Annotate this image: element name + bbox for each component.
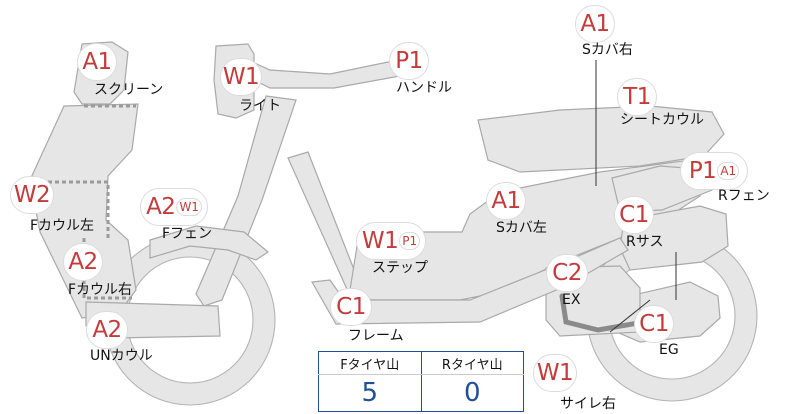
grade-text: W1 <box>361 227 399 254</box>
w1-light-badge: W1 <box>220 58 262 96</box>
a1-s-cover-right-badge: A1 <box>575 5 615 43</box>
p1-handle-badge: P1 <box>389 42 429 80</box>
grade-text: P1 <box>395 47 423 74</box>
grade-text: C1 <box>619 201 649 228</box>
c1-engine-badge: C1 <box>634 305 674 343</box>
leader-engine <box>609 299 651 333</box>
seat-shape <box>477 105 725 173</box>
rear-tread-header: Rタイヤ山 <box>421 351 524 375</box>
grade-text: A2 <box>146 193 176 220</box>
a2-f-fender-badge: A2 W1 <box>140 188 208 226</box>
light-label: ライト <box>239 98 281 114</box>
f-cowl-left-label: Fカウル左 <box>30 218 95 234</box>
s-cover-right-label: Sカバ右 <box>582 42 633 58</box>
muffler-right-label: サイレ右 <box>560 396 616 412</box>
a1-s-cover-left-badge: A1 <box>486 182 526 220</box>
separator-cowl <box>48 180 110 240</box>
w2-f-cowl-left-badge: W2 <box>10 176 54 214</box>
a2-f-cowl-right-badge: A2 <box>63 243 103 281</box>
front-fender-shape <box>149 225 270 261</box>
c1-frame-badge: C1 <box>330 288 372 326</box>
handle-label: ハンドル <box>396 80 452 96</box>
handle-bar <box>245 59 414 89</box>
grade-text: C2 <box>552 259 582 286</box>
table-header-row: Fタイヤ山 Rタイヤ山 <box>318 351 524 375</box>
grade-text: A2 <box>68 248 98 275</box>
grade-text: C1 <box>336 293 366 320</box>
un-cowl-label: UNカウル <box>90 348 153 364</box>
table-row: 5 0 <box>318 374 524 412</box>
exhaust-label: EX <box>562 292 581 308</box>
c1-r-suspension-badge: C1 <box>614 196 654 234</box>
separator-cowl-right <box>82 238 132 300</box>
exhaust-pipe <box>559 293 647 333</box>
r-suspension-label: Rサス <box>626 234 664 250</box>
grade-text: P1 <box>688 157 717 184</box>
t1-seat-cowl-badge: T1 <box>617 78 657 116</box>
p1-r-fender-badge: P1 A1 <box>680 152 748 190</box>
screen-label: スクリーン <box>94 82 164 98</box>
engine-label: EG <box>659 342 679 358</box>
grade-text: C1 <box>639 310 669 337</box>
seat-cowl-label: シートカウル <box>620 112 704 128</box>
f-cowl-right-label: Fカウル右 <box>68 282 133 298</box>
f-fender-label: Fフェン <box>162 226 213 242</box>
a2-un-cowl-badge: A2 <box>86 311 128 349</box>
c2-exhaust-badge: C2 <box>546 254 588 292</box>
grade-text: A1 <box>580 10 610 37</box>
grade-text: W1 <box>222 63 260 90</box>
grade-text: A1 <box>82 48 112 75</box>
step-label: ステップ <box>372 260 428 276</box>
tire-tread-table: Fタイヤ山 Rタイヤ山 5 0 <box>318 351 524 412</box>
w1-step-badge: W1 P1 <box>356 222 426 260</box>
s-cover-left-label: Sカバ左 <box>496 220 547 236</box>
grade-text: W1 <box>536 359 574 386</box>
sub-grade-text: W1 <box>176 198 202 216</box>
rear-tread-value: 0 <box>421 374 524 412</box>
w1-muffler-right-badge: W1 <box>533 354 577 392</box>
grade-text: W2 <box>13 181 51 208</box>
frame-label: フレーム <box>348 328 404 344</box>
grade-text: A2 <box>92 316 122 343</box>
front-tread-value: 5 <box>318 374 422 412</box>
sub-grade-text: P1 <box>399 232 421 250</box>
sub-grade-text: A1 <box>717 162 740 180</box>
front-cowl-shape <box>29 103 139 319</box>
front-fork <box>195 95 297 307</box>
grade-text: T1 <box>623 83 651 110</box>
r-fender-label: Rフェン <box>718 188 770 204</box>
grade-text: A1 <box>491 187 521 214</box>
a1-screen-badge: A1 <box>77 43 117 81</box>
front-tread-header: Fタイヤ山 <box>318 351 422 375</box>
